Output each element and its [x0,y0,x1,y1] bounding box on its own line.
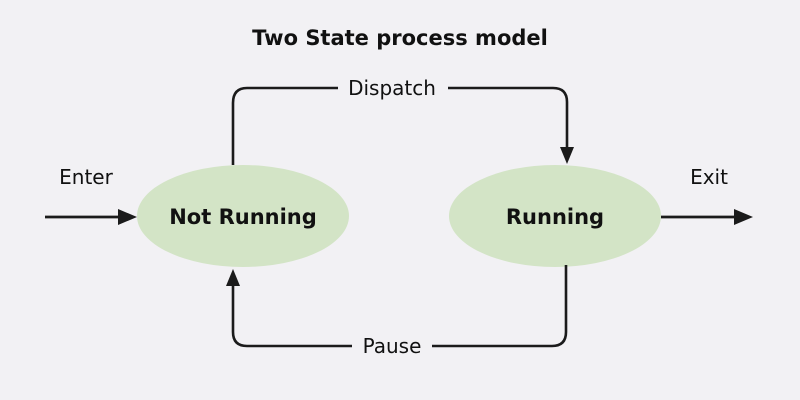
dispatch-edge-label: Dispatch [348,76,436,100]
running-state-label: Running [506,205,604,229]
not-running-state-label: Not Running [169,205,317,229]
running-state [449,165,661,267]
dispatch-edge-left-segment [231,86,338,165]
not-running-state [137,165,349,267]
enter-arrowhead-icon [118,209,137,225]
diagram-title: Two State process model [252,26,548,50]
exit-label: Exit [690,165,728,189]
pause-edge-left-segment [231,284,352,348]
pause-edge-label: Pause [363,334,422,358]
pause-arrowhead-icon [226,269,240,286]
enter-label: Enter [59,165,113,189]
dispatch-edge-right-segment [448,86,569,150]
exit-arrowhead-icon [734,209,753,225]
pause-edge-right-segment [432,265,568,348]
dispatch-arrowhead-icon [560,147,574,164]
